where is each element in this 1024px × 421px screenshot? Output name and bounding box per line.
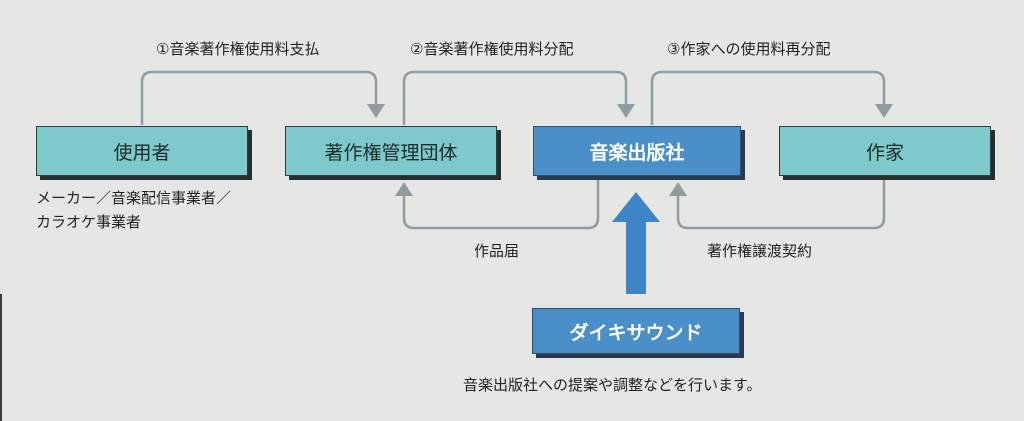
writer-node-label: 作家 — [865, 141, 904, 164]
user-description-line2: カラオケ事業者 — [36, 213, 142, 231]
assignment-label: 著作権譲渡契約 — [707, 242, 813, 260]
user-node-label: 使用者 — [113, 141, 171, 164]
work-notice-label: 作品届 — [474, 242, 520, 260]
daiki-role-description: 音楽出版社への提案や調整などを行います。 — [463, 376, 762, 394]
music-publisher-node-label: 音楽出版社 — [589, 141, 685, 164]
step1-label: ①音楽著作権使用料支払 — [156, 40, 320, 58]
daiki-sound-node-label: ダイキサウンド — [569, 321, 703, 344]
user-node: 使用者 — [36, 126, 248, 176]
distribution-arrowhead — [617, 104, 635, 118]
payment-arrow — [140, 70, 378, 125]
step2-label: ②音楽著作権使用料分配 — [410, 40, 574, 58]
assignment-arrowhead — [669, 182, 687, 196]
user-description-line1: メーカー／音楽配信事業者／ — [36, 189, 232, 207]
redistribution-arrowhead — [875, 104, 893, 118]
music-publisher-node: 音楽出版社 — [533, 126, 741, 176]
daiki-sound-node: ダイキサウンド — [532, 308, 740, 354]
redistribution-arrow — [650, 70, 886, 125]
user-description: メーカー／音楽配信事業者／ カラオケ事業者 — [36, 186, 276, 234]
writer-node: 作家 — [779, 126, 991, 176]
work-notice-arrow — [402, 180, 600, 230]
management-org-node: 著作権管理団体 — [285, 126, 497, 176]
management-org-node-label: 著作権管理団体 — [324, 141, 458, 164]
step3-label: ③作家への使用料再分配 — [667, 40, 831, 58]
support-arrow — [612, 192, 660, 294]
payment-arrowhead — [367, 104, 385, 118]
distribution-arrow — [402, 70, 628, 125]
work-notice-arrowhead — [395, 182, 413, 196]
assignment-arrow — [676, 180, 886, 230]
